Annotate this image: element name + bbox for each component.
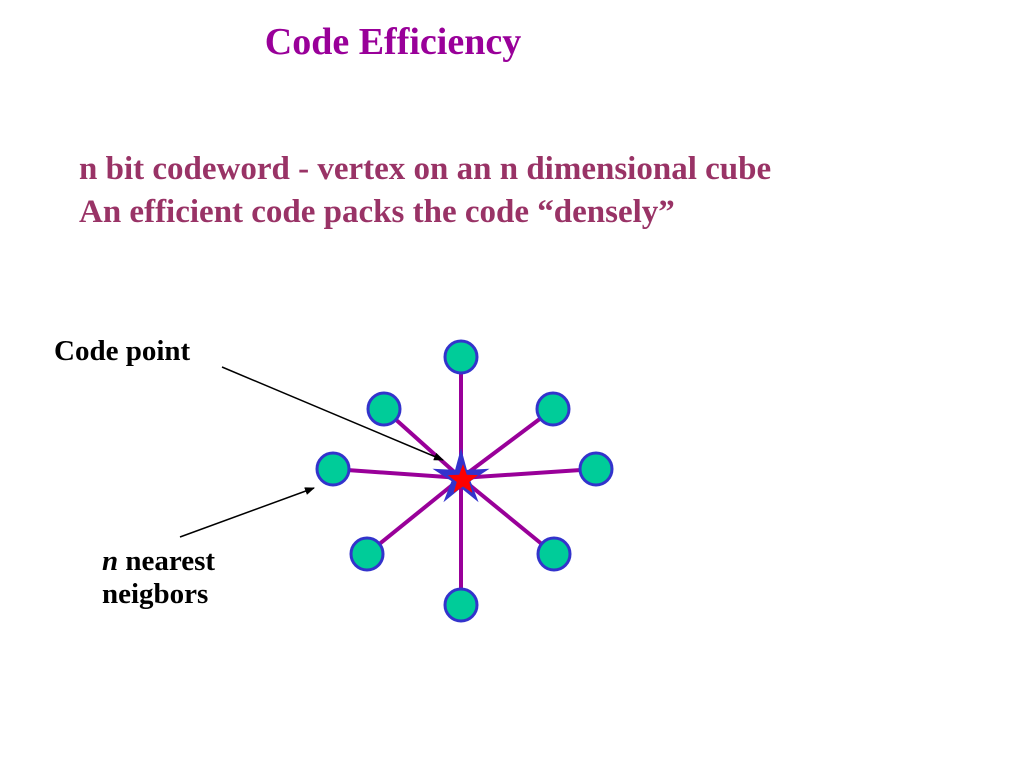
nearest-neighbors-label: n nearest neigbors <box>102 545 215 611</box>
slide-title: Code Efficiency <box>264 21 522 63</box>
star-icon <box>447 464 479 493</box>
neighbor-node <box>366 391 402 427</box>
neighbor-edges <box>332 357 597 605</box>
neighbor-node <box>349 536 385 572</box>
neighbors-label-line2: neigbors <box>102 578 209 610</box>
code-point-star <box>432 448 490 503</box>
neighbors-label-line1: nearest <box>118 545 216 577</box>
neighbor-edge <box>365 476 463 556</box>
bullet-list: n bit codeword - vertex on an n dimensio… <box>79 148 979 234</box>
neighbor-nodes <box>315 339 614 623</box>
neighbor-node <box>536 536 572 572</box>
neighbor-node <box>315 451 351 487</box>
neighbor-edge <box>459 407 555 480</box>
neighbor-edge <box>459 476 556 556</box>
neighbor-edge <box>460 467 597 480</box>
neighbors-arrow <box>179 487 315 538</box>
neighbor-node <box>443 587 479 623</box>
neighbor-node <box>443 339 479 375</box>
code-point-label: Code point <box>54 335 191 367</box>
bullet-item: n bit codeword - vertex on an n dimensio… <box>79 151 772 187</box>
code-point-arrow <box>221 366 444 461</box>
neighbors-variable: n <box>102 545 119 577</box>
bullet-item: An efficient code packs the code “densel… <box>79 194 675 230</box>
neighbor-edge <box>332 467 462 480</box>
neighbor-node <box>578 451 614 487</box>
neighbor-node <box>535 391 571 427</box>
